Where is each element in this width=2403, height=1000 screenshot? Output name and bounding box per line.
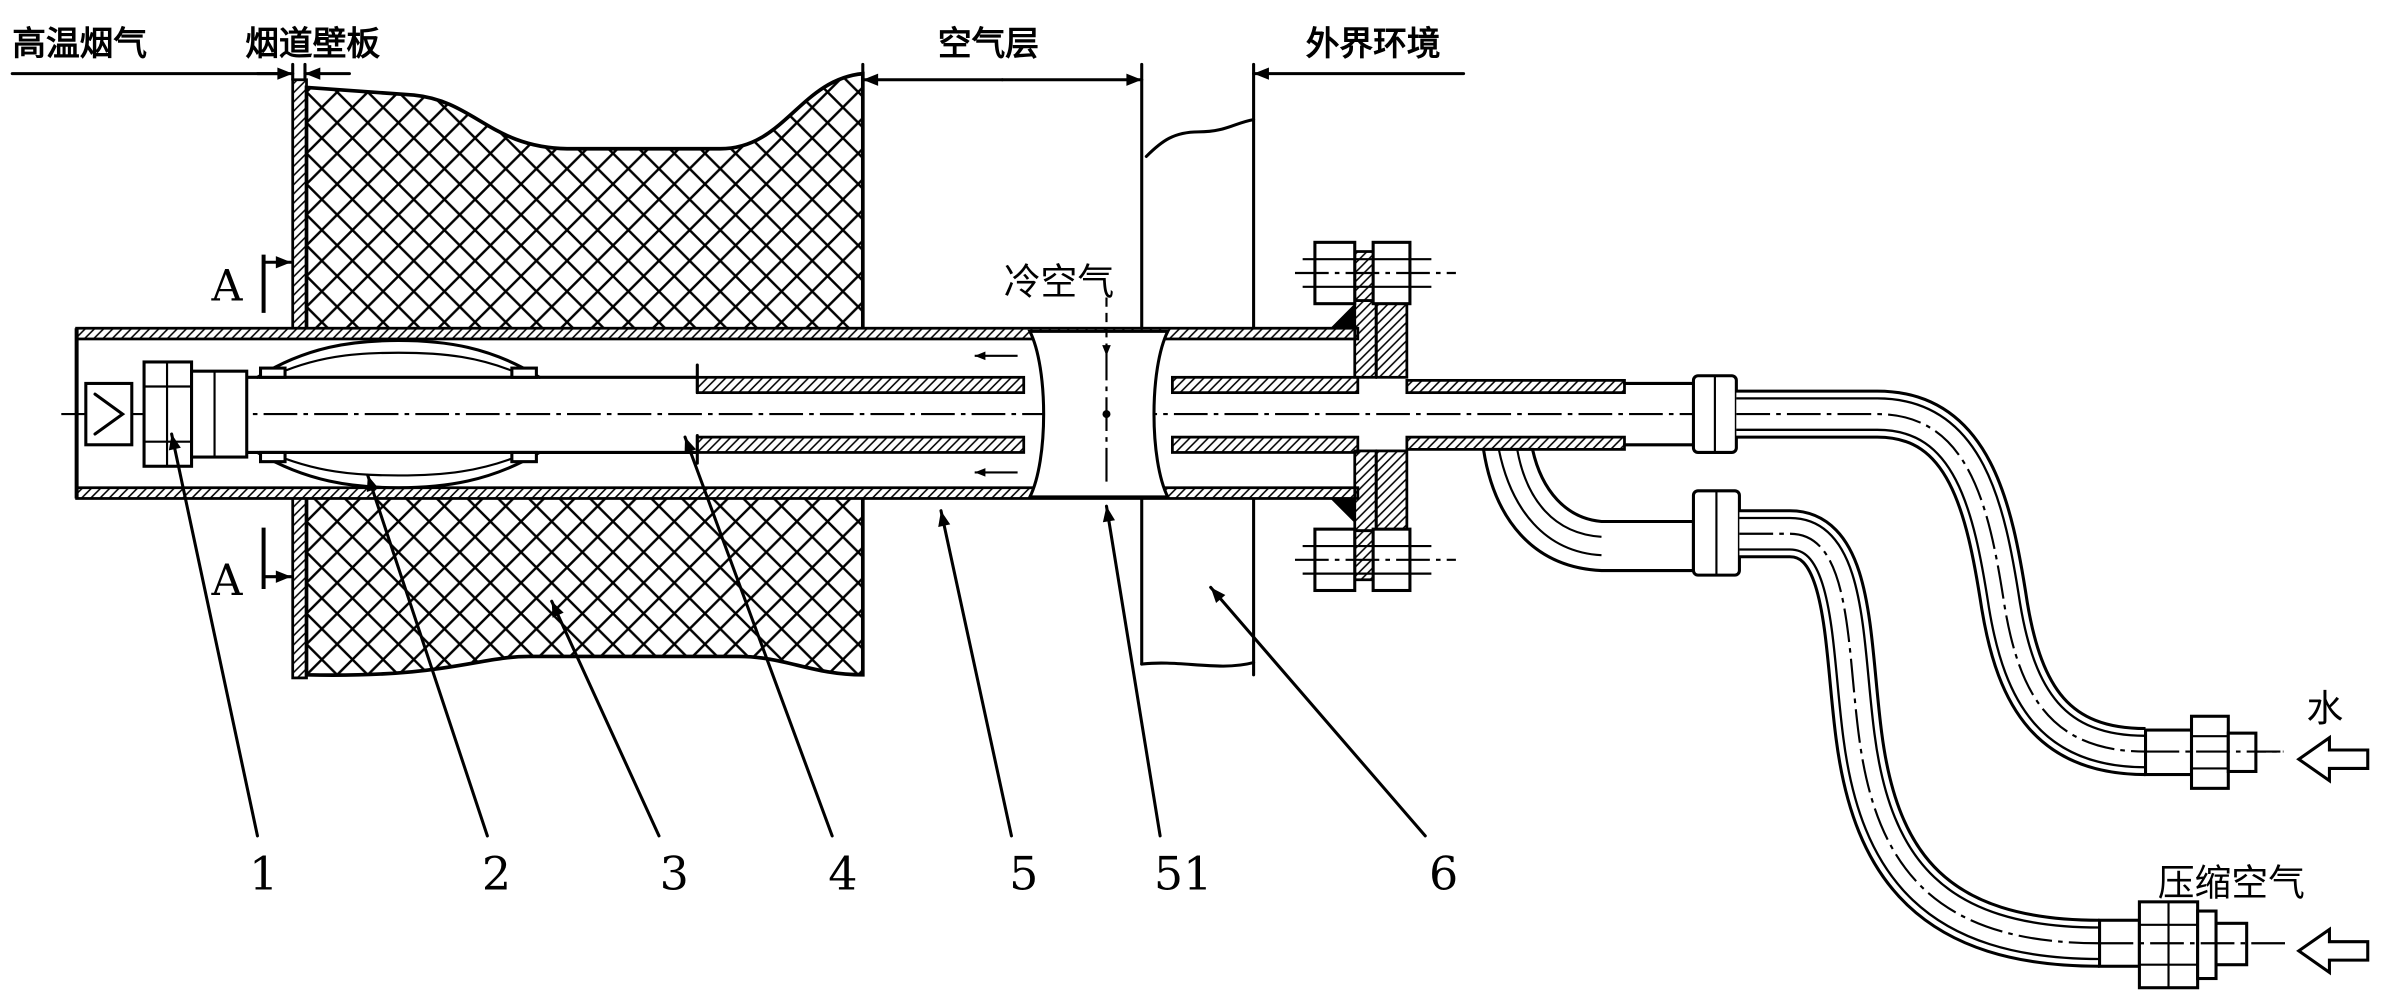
callout-number-4: 4 [828, 847, 857, 901]
callout-leader-3 [550, 599, 661, 838]
label-water: 水 [2306, 687, 2343, 730]
label-compressed-air: 压缩空气 [2158, 862, 2305, 905]
swirler-blade-left-bottom [258, 450, 287, 464]
swirler-top-outer-arc [255, 338, 541, 379]
inner-pipe-top-wall-section [695, 375, 1026, 395]
nozzle-nut-facets [144, 361, 192, 467]
water-hose [1736, 389, 2284, 777]
callout-leader-5 [938, 509, 1013, 838]
flange-weld-bottom [1330, 498, 1355, 524]
water-hose-jacket [1736, 392, 2147, 774]
callout-leader-2 [366, 473, 489, 838]
label-flue-wall-plate: 烟道壁板 [245, 24, 380, 63]
inner-pipe-4 [243, 363, 1360, 465]
label-high-temperature-flue-gas: 高温烟气 [12, 24, 147, 63]
callout-number-5: 5 [1009, 847, 1038, 901]
section-mark-bottom: A [210, 527, 293, 606]
swirler-blade-right-bottom [510, 450, 538, 464]
water-hose-centerline [1736, 413, 2284, 753]
flange-plate-upper [1353, 299, 1409, 379]
nozzle-head-1 [84, 360, 249, 468]
air-fitting-nut-facets [2139, 901, 2198, 988]
air-inlet-collar-51: 冷空气 [974, 260, 1171, 499]
compressed-air-branch [1481, 447, 1741, 577]
compressed-air-hose [1739, 509, 2100, 968]
callout-number-3: 3 [660, 847, 689, 901]
label-air-layer: 空气层 [938, 24, 1039, 63]
inner-pipe-top-wall-right [1171, 375, 1360, 395]
label-external-environment: 外界环境 [1306, 24, 1441, 63]
nozzle-fitting [190, 369, 249, 459]
callout-leader-51 [1102, 504, 1162, 838]
callout-number-2: 2 [482, 847, 511, 901]
collar-center-dot [1102, 410, 1111, 419]
callout-leader-6 [1209, 585, 1427, 838]
swirler-blade-right-top [510, 366, 538, 379]
water-fitting-nut-facets [2191, 735, 2229, 770]
callout-leader-1 [168, 432, 259, 838]
air-fitting-collar [2196, 909, 2218, 981]
mounting-flange [1294, 240, 1456, 593]
branch-elbow-body [1481, 447, 1695, 573]
section-label-bottom: A [210, 556, 243, 606]
rear-tube-end-lines [1622, 381, 1695, 447]
top-annotations: 高温烟气 烟道壁板 空气层 外界环境 [10, 24, 1466, 94]
swirler-blade-left-top [258, 366, 287, 379]
flange-bolt-bottom [1294, 527, 1456, 593]
swirler-2 [255, 338, 541, 490]
compressed-air-inflow-arrow [2296, 926, 2370, 976]
flange-bolt-top [1294, 240, 1456, 306]
compressed-air-inlet-fitting: 压缩空气 [2098, 862, 2370, 990]
outer-wall-top-break-line [1144, 118, 1256, 158]
branch-elbow-inner-lines [1497, 449, 1602, 557]
callout-number-51: 51 [1154, 847, 1212, 901]
callout-number-1: 1 [249, 847, 278, 901]
outer-wall-bottom-break-line [1140, 661, 1256, 668]
water-inlet-fitting: 水 [2144, 687, 2370, 790]
swirler-bottom-inner-arc [269, 451, 528, 477]
part-callouts: 1 2 3 4 5 51 6 [168, 432, 1458, 901]
flange-weld-top [1330, 303, 1355, 329]
inner-pipe-bottom-wall-right [1171, 435, 1360, 454]
label-cold-air: 冷空气 [1004, 260, 1114, 303]
nozzle-orifice-cone [93, 392, 126, 436]
water-inflow-arrow [2296, 734, 2370, 784]
section-mark-top: A [210, 254, 293, 313]
section-label-top: A [210, 262, 243, 312]
flange-plate-lower [1353, 449, 1409, 533]
swirler-top-inner-arc [269, 351, 528, 379]
callout-number-6: 6 [1429, 847, 1458, 901]
inner-pipe-bottom-wall-section [695, 435, 1026, 454]
swirler-bottom-outer-arc [255, 450, 541, 490]
air-hose-centerline [1739, 532, 2100, 945]
rear-tube-top-wall [1405, 378, 1626, 395]
bolt-bottom-shank [1302, 544, 1432, 575]
collar-body [1027, 329, 1171, 499]
callout-leader-4 [683, 435, 834, 838]
bolt-top-shank [1302, 258, 1432, 288]
rear-tube-bottom-wall [1405, 435, 1626, 451]
